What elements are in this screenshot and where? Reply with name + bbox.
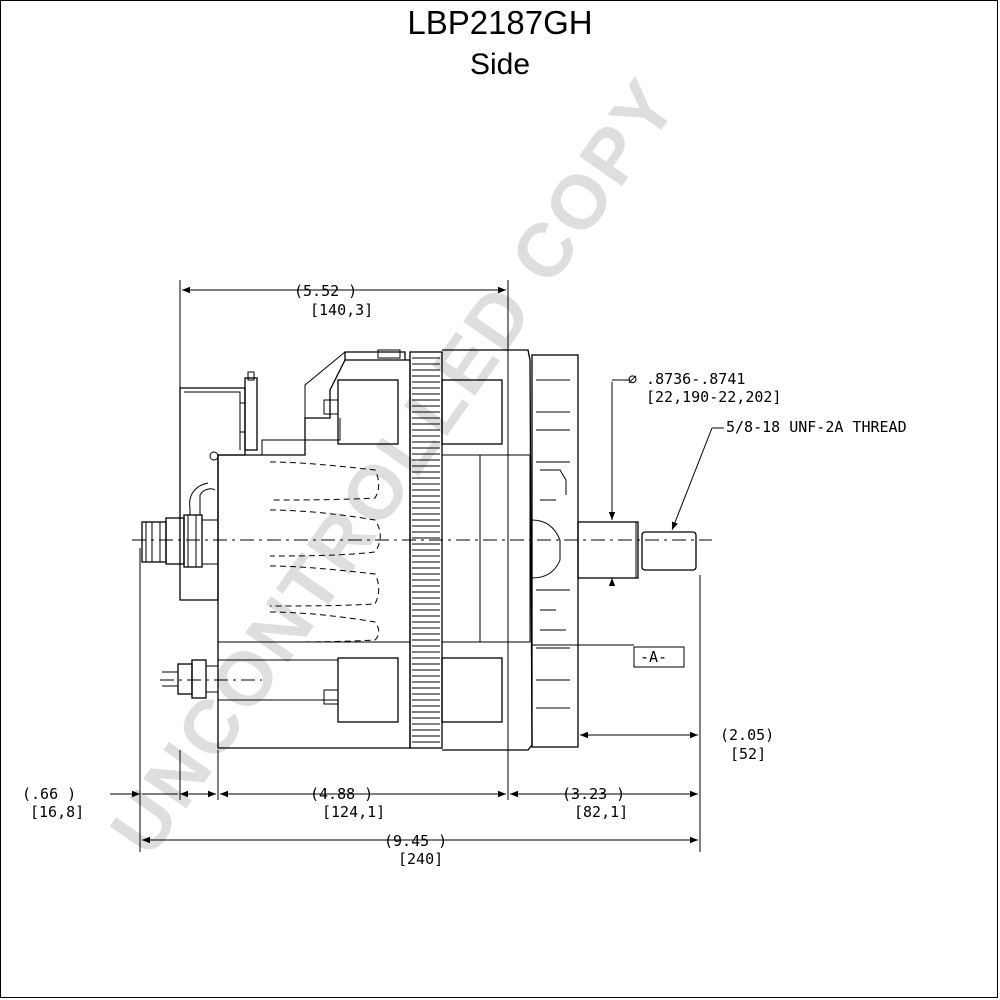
alternator-body bbox=[141, 349, 697, 751]
dim-overall-length-mm: [240] bbox=[398, 850, 443, 868]
rear-housing bbox=[217, 351, 411, 749]
dim-rear-terminal-mm: [16,8] bbox=[30, 803, 84, 821]
dim-overall-body-mm: [140,3] bbox=[310, 301, 373, 319]
lower-bolt-boss bbox=[337, 657, 399, 723]
shaft-thread bbox=[641, 531, 697, 571]
dim-rear-terminal-inch: (.66 ) bbox=[22, 785, 76, 803]
datum-label: -A- bbox=[640, 648, 667, 666]
dim-body-length-inch: (4.88 ) bbox=[310, 785, 373, 803]
dim-overall-length-inch: (9.45 ) bbox=[384, 832, 447, 850]
dim-overall-body-inch: (5.52 ) bbox=[294, 282, 357, 300]
stator-laminations bbox=[412, 357, 440, 743]
center-lines bbox=[132, 539, 712, 681]
stator bbox=[409, 351, 443, 749]
thread-callout: 5/8-18 UNF-2A THREAD bbox=[726, 418, 907, 436]
shaft bbox=[577, 521, 639, 579]
dim-shaft-dia-mm: [22,190-22,202] bbox=[646, 388, 781, 406]
dim-front-length-mm: [82,1] bbox=[574, 803, 628, 821]
dimension-labels: (5.52 ) [140,3] ∅ .8736-.8741 [22,190-22… bbox=[22, 282, 907, 868]
watermark: UNCONTROLLED COPY bbox=[94, 63, 694, 869]
fan-pulley bbox=[531, 354, 579, 748]
dim-shaft-ext-inch: (2.05) bbox=[720, 726, 774, 744]
drawing-title: LBP2187GH bbox=[407, 4, 593, 41]
regulator-plug bbox=[244, 377, 258, 451]
datum-box bbox=[633, 646, 685, 668]
aux-terminal bbox=[162, 659, 218, 699]
dim-body-length-mm: [124,1] bbox=[322, 803, 385, 821]
dim-shaft-ext-mm: [52] bbox=[730, 745, 766, 763]
dim-front-length-inch: (3.23 ) bbox=[562, 785, 625, 803]
dimension-lines bbox=[110, 280, 724, 852]
housing-slots bbox=[269, 461, 381, 643]
b-plus-terminal bbox=[141, 514, 219, 568]
rear-cover bbox=[179, 387, 246, 601]
front-housing bbox=[442, 349, 533, 751]
dim-shaft-dia-inch: ∅ .8736-.8741 bbox=[628, 370, 745, 388]
view-label: Side bbox=[469, 48, 531, 81]
